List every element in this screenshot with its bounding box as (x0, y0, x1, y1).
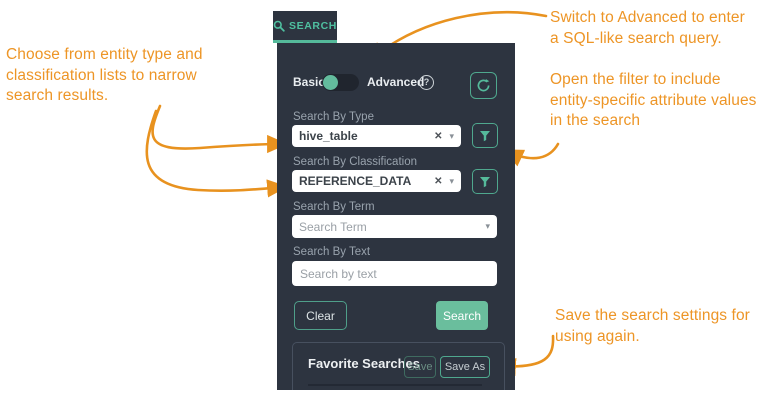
tab-search-label: SEARCH (289, 19, 337, 32)
tab-search[interactable]: SEARCH (273, 11, 337, 43)
refresh-button[interactable] (470, 72, 497, 99)
divider (308, 384, 482, 386)
favorite-searches-title: Favorite Searches (308, 356, 421, 371)
annotation-choose-entity: Choose from entity type and classificati… (6, 45, 203, 107)
clear-classification-icon[interactable]: ✕ (434, 175, 443, 187)
annotation-line: Save the search settings for (555, 307, 750, 324)
classification-filter-button[interactable] (472, 169, 498, 194)
term-select[interactable]: Search Term ▾ (292, 215, 497, 238)
annotation-line: classification lists to narrow (6, 66, 197, 84)
type-filter-button[interactable] (472, 123, 498, 148)
favorite-searches-section: Favorite Searches Save Save As (292, 342, 505, 390)
chevron-down-icon: ▾ (449, 175, 454, 186)
annotation-line: Open the filter to include (550, 71, 721, 88)
annotation-line: Choose from entity type and (6, 46, 203, 63)
annotation-switch-advanced: Switch to Advanced to enter a SQL-like s… (550, 8, 745, 49)
basic-advanced-toggle[interactable] (322, 74, 359, 91)
clear-type-icon[interactable]: ✕ (434, 130, 443, 142)
annotation-save-settings: Save the search settings for using again… (555, 306, 750, 347)
annotation-line: a SQL-like search query. (550, 29, 722, 47)
arrow-to-classification-field (145, 109, 288, 198)
basic-toggle-label: Basic (293, 75, 326, 89)
annotation-line: search results. (6, 87, 109, 104)
funnel-icon (479, 176, 491, 188)
save-button[interactable]: Save (404, 356, 436, 378)
annotation-open-filter: Open the filter to include entity-specif… (550, 70, 757, 132)
arrow-to-type-field (151, 104, 288, 154)
search-by-term-label: Search By Term (293, 201, 375, 213)
search-by-classification-label: Search By Classification (293, 156, 417, 168)
classification-select[interactable]: REFERENCE_DATA ✕ ▾ (292, 170, 461, 192)
help-icon[interactable]: ? (419, 75, 434, 90)
clear-button[interactable]: Clear (294, 301, 347, 330)
search-text-input[interactable] (292, 261, 497, 286)
refresh-icon (476, 78, 491, 93)
chevron-down-icon: ▾ (449, 130, 454, 141)
save-as-button[interactable]: Save As (440, 356, 490, 378)
type-select[interactable]: hive_table ✕ ▾ (292, 125, 461, 147)
magnifier-icon (273, 20, 285, 32)
annotation-line: using again. (555, 327, 640, 345)
advanced-toggle-label: Advanced (367, 75, 425, 89)
search-by-type-label: Search By Type (293, 111, 374, 123)
funnel-icon (479, 130, 491, 142)
chevron-down-icon: ▾ (485, 221, 490, 231)
annotation-line: entity-specific attribute values (550, 91, 757, 109)
annotation-line: in the search (550, 112, 641, 129)
search-panel: Basic Advanced ? Search By Type hive_tab… (277, 43, 515, 390)
search-by-text-label: Search By Text (293, 246, 371, 258)
classification-select-value: REFERENCE_DATA (299, 174, 412, 188)
search-button[interactable]: Search (436, 301, 488, 330)
type-select-value: hive_table (299, 129, 358, 143)
term-select-placeholder: Search Term (299, 219, 367, 234)
annotation-line: Switch to Advanced to enter (550, 9, 745, 26)
toggle-knob[interactable] (323, 75, 338, 90)
